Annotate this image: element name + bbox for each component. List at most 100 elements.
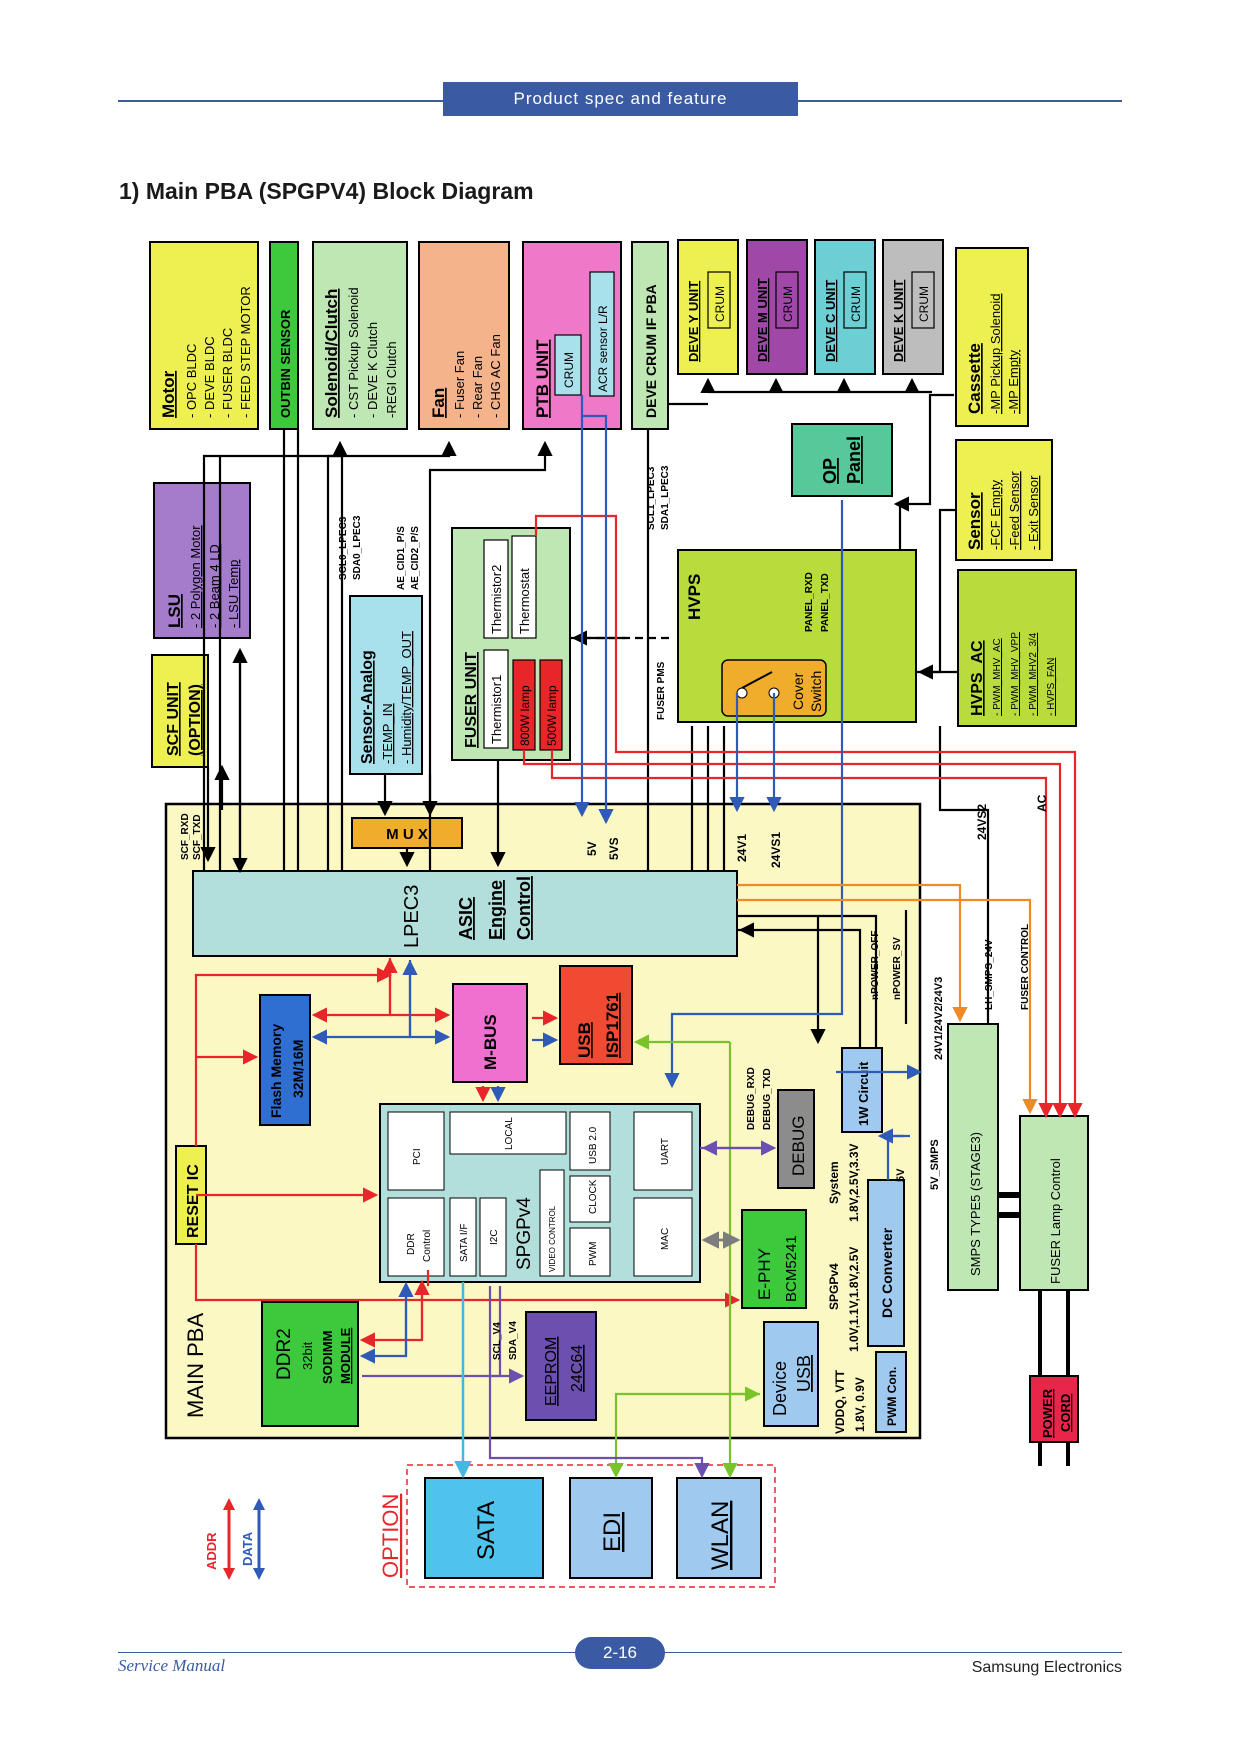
scf-title: SCF UNIT — [165, 682, 182, 756]
sata-title: SATA — [473, 1501, 500, 1560]
sig-npower-off: nPOWER_OFF — [870, 931, 881, 1000]
spgpv4-pwm-box — [569, 1227, 611, 1277]
legend-data: DATA — [240, 1531, 255, 1566]
ptb-title: PTB UNIT — [533, 339, 552, 418]
ptb-acr: ACR sensor L/R — [596, 305, 610, 392]
deve-k-crum: CRUM — [917, 286, 931, 322]
hvps-ac-line-2: - PWM_MHV_VPP — [1010, 632, 1021, 716]
spgpv4-clock-box — [569, 1175, 611, 1223]
header-rule-left — [118, 100, 443, 102]
flash-sub: 32M/16M — [290, 1040, 306, 1098]
lpec3-block — [192, 870, 738, 957]
eeprom-block — [525, 1311, 597, 1421]
lpec3-asic: ASIC — [456, 897, 476, 940]
wlan-block — [676, 1477, 762, 1579]
blue-connectors — [311, 395, 923, 1364]
e-phy-sub: BCM5241 — [783, 1235, 800, 1302]
sata-block — [424, 1477, 544, 1579]
spgpv4-ddr: DDR — [406, 1233, 417, 1255]
solenoid-line-2: - DEVE K Clutch — [365, 322, 380, 418]
deve-k-crum-box — [911, 271, 935, 329]
power-cord-block — [1029, 1375, 1079, 1443]
op-panel-title: OP — [820, 458, 840, 484]
spgpv4-video-box — [539, 1169, 565, 1277]
eeprom-title: EEPROM — [543, 1337, 560, 1406]
sig-scl0: SCL0_LPEC3 — [338, 516, 349, 580]
motor-line-4: - FEED STEP MOTOR — [238, 286, 253, 418]
motor-line-3: - FUSER BLDC — [220, 328, 235, 418]
spgpv4-mac-box — [633, 1197, 693, 1277]
sensor-analog-title: Sensor-Analog — [359, 650, 376, 764]
hvps-ac-title: HVPS_AC — [969, 640, 986, 716]
deve-c-crum: CRUM — [849, 286, 863, 322]
deve-y-unit-block — [677, 239, 739, 375]
usb-isp1761-block — [559, 965, 633, 1065]
motor-line-1: - OPC BLDC — [184, 344, 199, 418]
option-frame — [406, 1464, 776, 1588]
cassette-title: Cassette — [965, 343, 984, 414]
sensor-analog-block — [349, 595, 423, 775]
sig-sda1: SDA1_LPEC3 — [660, 465, 671, 530]
sensor-line-3: - Exit Sensor — [1026, 475, 1041, 550]
legend: ADDR DATA — [204, 1498, 265, 1580]
sensor-title: Sensor — [965, 492, 984, 550]
fan-block — [418, 241, 510, 430]
footer-company: Samsung Electronics — [971, 1659, 1122, 1676]
ptb-crum: CRUM — [562, 352, 576, 388]
1w-circuit-title: 1W Circuit — [856, 1061, 871, 1126]
motor-title: Motor — [159, 370, 178, 418]
usb-isp-title: USB — [575, 1022, 594, 1058]
device-usb-sub: USB — [794, 1355, 814, 1392]
sig-24vs2: 24VS2 — [975, 804, 989, 840]
deve-c-crum-box — [843, 271, 867, 329]
sig-5vs: 5VS — [607, 837, 621, 860]
spgpv4-local: LOCAL — [504, 1117, 515, 1150]
lsu-block — [153, 482, 251, 639]
black-connectors — [200, 377, 990, 1048]
lpec3-title: LPEC3 — [401, 885, 423, 948]
spgpv4-sata-if: SATA I/F — [459, 1223, 470, 1262]
fuser-unit-title: FUSER UNIT — [463, 652, 480, 748]
switch-label: Switch — [808, 671, 824, 712]
thermistor1-box — [483, 649, 509, 749]
sig-vddq-v: 1.8V, 0.9V — [853, 1377, 867, 1432]
cover-label: Cover — [790, 672, 806, 710]
sig-24vs1: 24VS1 — [769, 832, 783, 868]
fan-line-3: - CHG AC Fan — [488, 334, 503, 418]
sensor-analog-line-2: - Humidity/TEMP_OUT — [399, 631, 414, 764]
sig-system-v: 1.8V,2.5V,3.3V — [847, 1143, 861, 1222]
deve-crum-if-block — [631, 241, 669, 430]
fan-line-1: - Fuser Fan — [452, 351, 467, 418]
deve-c-title: DEVE C UNIT — [823, 280, 838, 362]
debug-block — [777, 1089, 815, 1189]
lpec3-engine: Engine — [486, 880, 506, 940]
deve-y-crum-box — [707, 271, 731, 329]
orange-connectors — [737, 883, 1038, 1115]
spgpv4-pci: PCI — [412, 1148, 423, 1165]
sig-spgpv4-core: 1.0V,1.1V,1.8V,2.5V — [847, 1247, 861, 1352]
deve-m-unit-block — [746, 239, 808, 375]
dc-converter-title: DC Converter — [879, 1227, 895, 1318]
sig-system: System — [827, 1161, 841, 1204]
power-cord-sub: CORD — [1058, 1394, 1073, 1432]
spgpv4-title: SPGPv4 — [514, 1197, 535, 1270]
hvps-ac-block — [957, 569, 1077, 727]
footer-rule-left — [118, 1652, 575, 1653]
red-connectors — [194, 514, 1083, 1348]
device-usb-block — [763, 1321, 819, 1427]
motor-line-2: - DEVE BLDC — [202, 336, 217, 418]
fuser-lamp-title: FUSER Lamp Control — [1048, 1158, 1063, 1284]
ddr2-sub1: 32bit — [300, 1341, 315, 1370]
power-cord-title: POWER — [1040, 1388, 1055, 1438]
thermostat-box — [511, 535, 537, 639]
smps-title: SMPS TYPE5 (STAGE3) — [968, 1132, 983, 1276]
main-pba-label: MAIN PBA — [183, 1313, 208, 1418]
thermistor1-label: Thermistor1 — [489, 675, 504, 744]
spgpv4-video: VIDEO CONTROL — [548, 1205, 557, 1272]
sensor-analog-line-1: -TEMP_IN — [380, 703, 395, 764]
deve-y-title: DEVE Y UNIT — [686, 281, 701, 362]
sig-5v-b: 5V — [895, 1168, 907, 1182]
deve-crum-if-title: DEVE CRUM IF PBA — [643, 284, 659, 418]
sig-5v-smps: 5V_SMPS — [929, 1139, 941, 1190]
solenoid-line-3: -REGI Clutch — [384, 341, 399, 418]
